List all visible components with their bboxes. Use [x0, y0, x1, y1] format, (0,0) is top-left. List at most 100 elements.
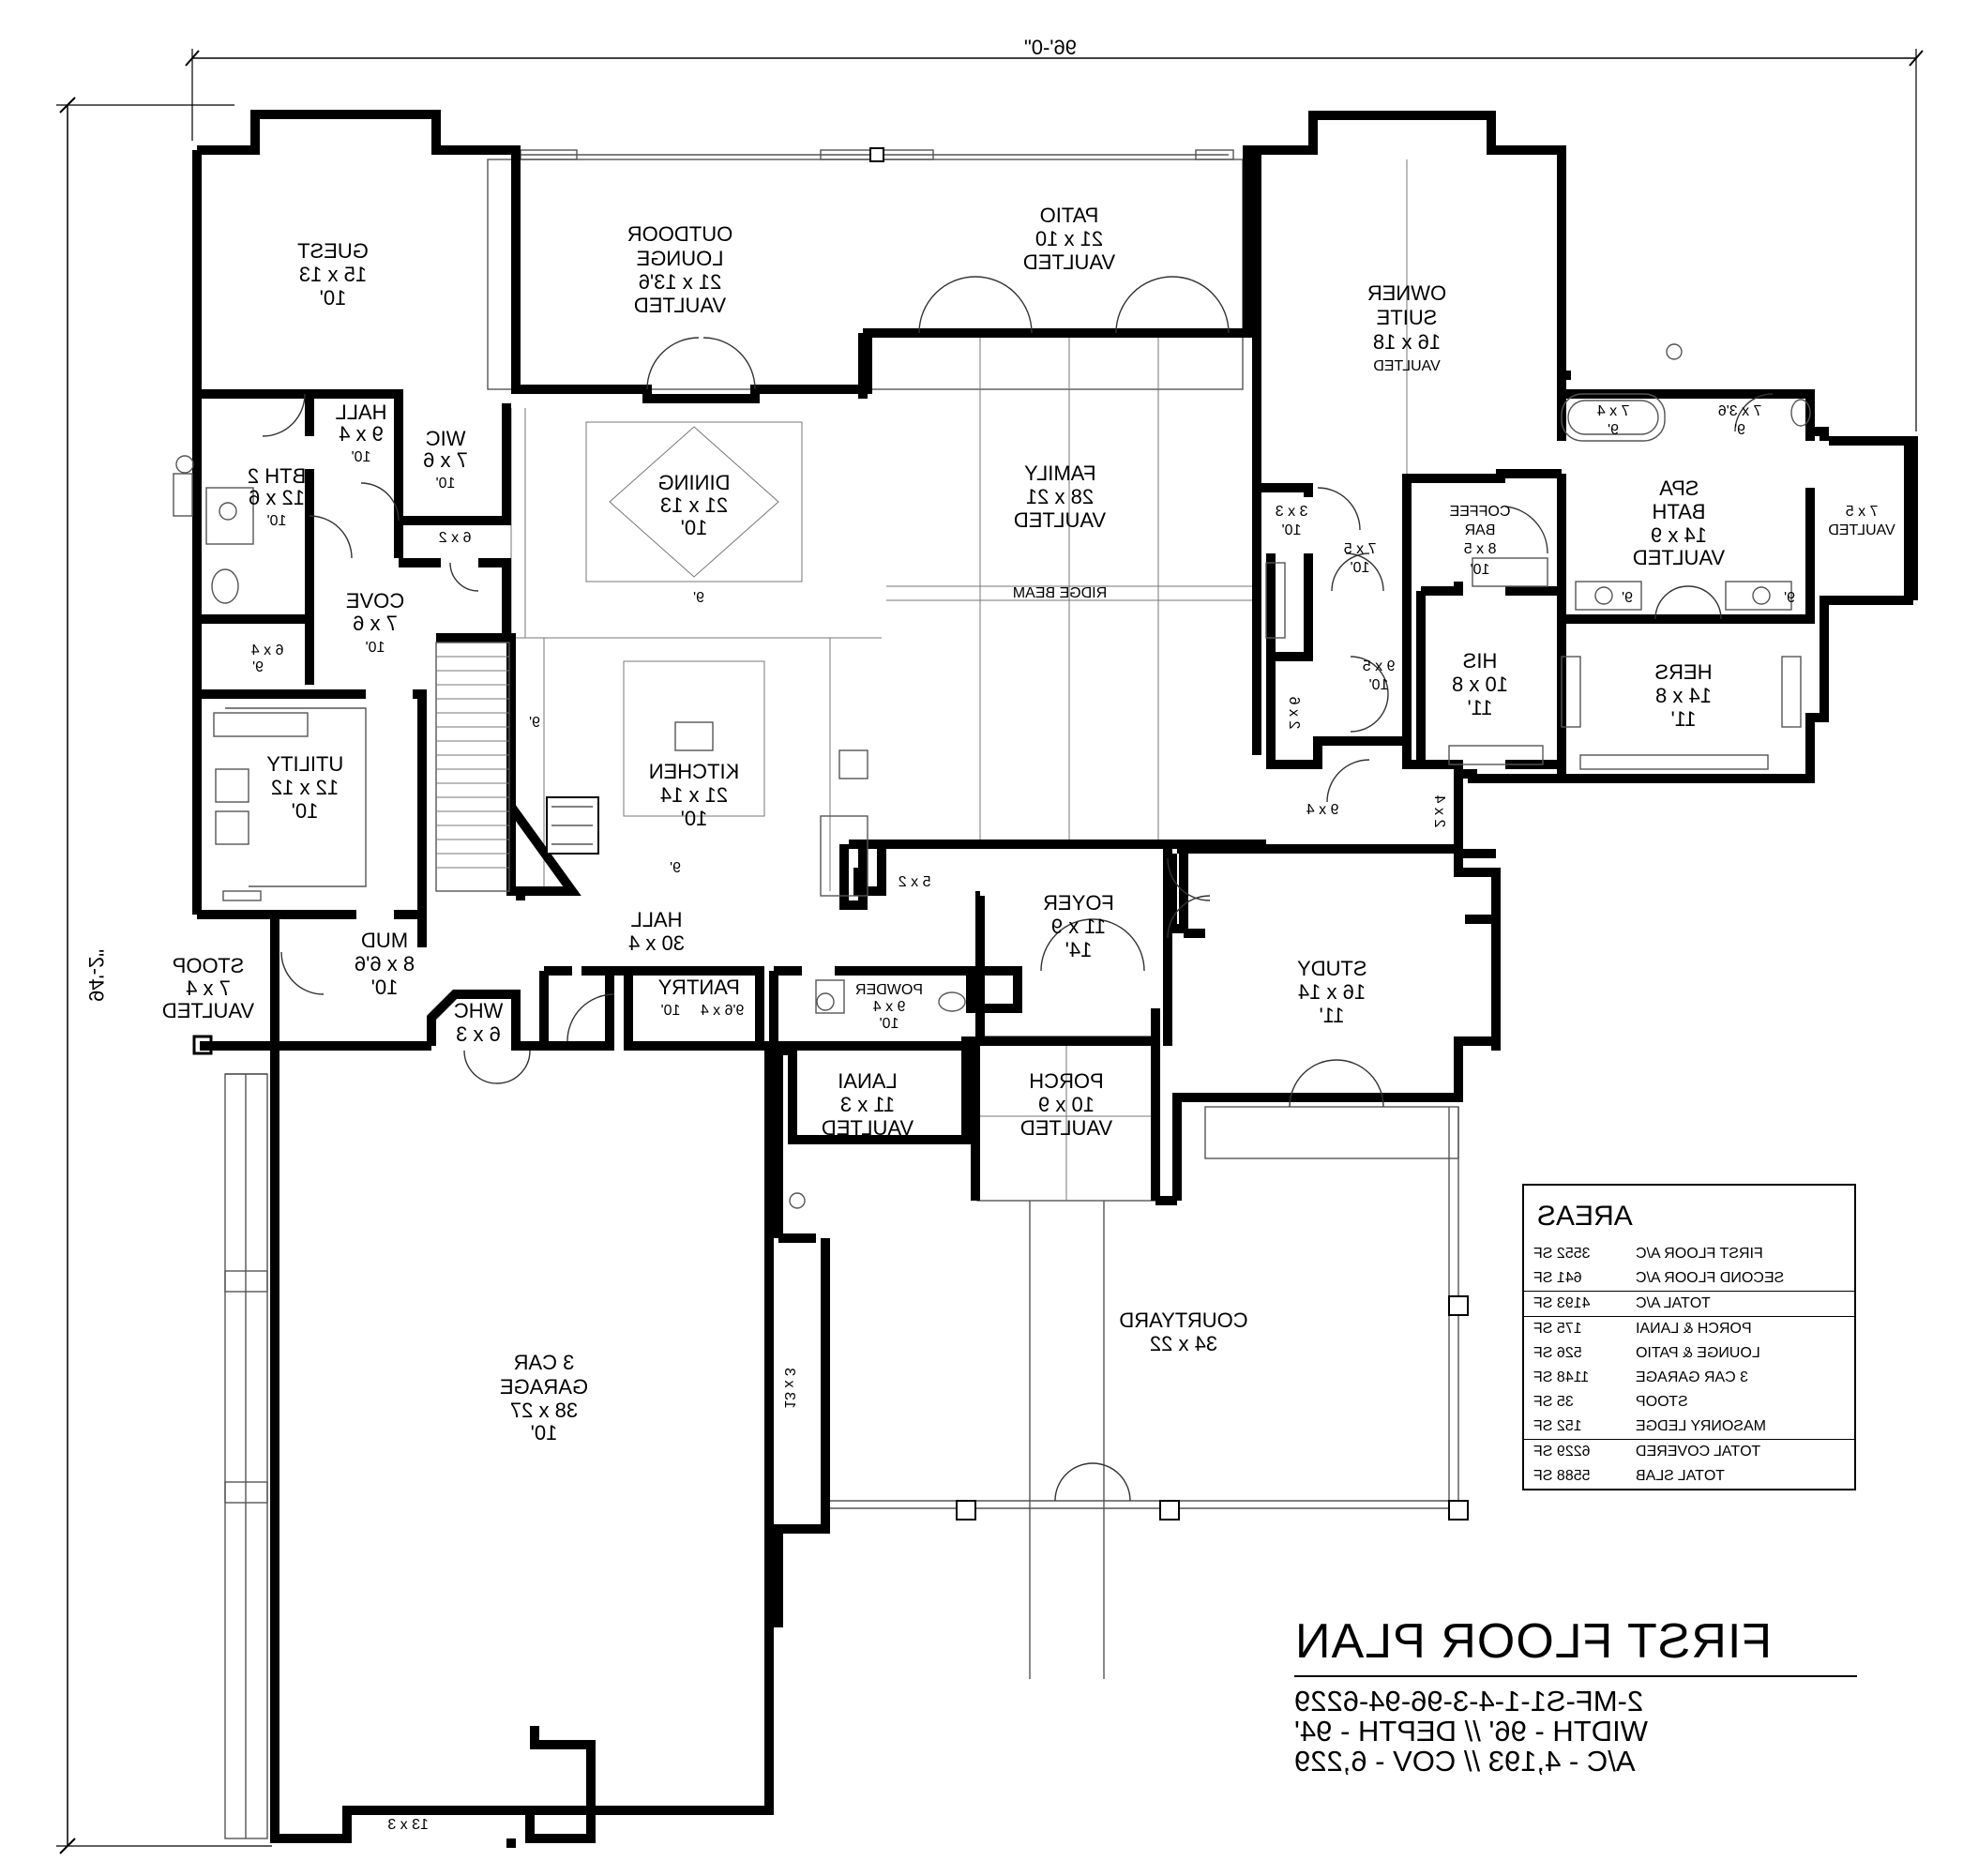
vanity-ceiling-b: 9' — [1784, 590, 1795, 606]
room-study: STUDY 16 x 14 11' — [1297, 957, 1367, 1027]
room-ceiling: 10' — [292, 799, 319, 823]
room-name: LANAI — [838, 1069, 898, 1093]
room-coffee-bar: COFFEE BAR 8 x 5 10' — [1450, 504, 1511, 578]
room-name-line1: OWNER — [1367, 281, 1446, 305]
room-name: PANTRY — [657, 976, 740, 999]
room-name: COVE — [346, 589, 404, 613]
room-size: 14 x 9 — [1651, 523, 1707, 547]
vanity-ceiling-a: 9' — [1622, 590, 1633, 606]
room-size: 6 x 2 — [439, 530, 472, 546]
room-outdoor-lounge: OUTDOOR LOUNGE 21 x 13'6 VAULTED — [627, 222, 732, 317]
spa-tub: 7 x 4 9' — [1597, 403, 1630, 438]
room-name-line1: 3 CAR — [514, 1351, 575, 1374]
closet-6x4: 6 x 4 9' — [251, 643, 284, 675]
room-patio: PATIO 21 x 10 VAULTED — [1023, 204, 1115, 274]
room-size: 16 x 18 — [1373, 330, 1441, 354]
room-ceiling: VAULTED — [1373, 358, 1440, 374]
room-name: PORCH — [1029, 1069, 1103, 1093]
room-ceiling: VAULTED — [1828, 522, 1895, 538]
room-size: 12 x 12 — [271, 776, 339, 799]
room-ceiling: 9' — [1734, 422, 1745, 438]
room-ceiling: 10' — [1282, 522, 1302, 538]
room-ceiling: 10' — [661, 1003, 681, 1019]
fixtures — [173, 343, 1811, 1209]
room-foyer: FOYER 11 x 9 14' — [1043, 891, 1114, 961]
areas-label: FIRST FLOOR A/C — [1636, 1246, 1764, 1262]
room-name-line1: SPA — [1659, 477, 1699, 500]
room-size: 21 x 14 — [660, 783, 728, 807]
room-size: 7 x 5 — [1846, 504, 1879, 520]
areas-label: STOOP — [1636, 1394, 1689, 1410]
room-ceiling: 9' — [252, 659, 264, 675]
room-size: 3 x 3 — [1276, 504, 1308, 520]
width-dimension: 96'-0" — [1024, 36, 1077, 59]
areas-label: TOTAL COVERED — [1626, 1439, 1854, 1464]
family-ceiling-grid — [510, 159, 1408, 891]
room-wic: WIC 7 x 6 10' — [423, 427, 468, 492]
title-underline — [1294, 1675, 1857, 1677]
room-name-line1: OUTDOOR — [627, 222, 732, 246]
room-name-line1: COFFEE — [1450, 504, 1511, 520]
room-size: 34 x 22 — [1150, 1332, 1217, 1355]
room-utility: UTILITY 12 x 12 10' — [266, 752, 343, 823]
closet-2x4-size: 2 x 4 — [1431, 795, 1447, 828]
closet-6x2: 6 x 2 — [439, 530, 472, 546]
room-size: 15 x 13 — [299, 263, 367, 286]
areas-value: 526 SF — [1533, 1345, 1582, 1361]
areas-value: 152 SF — [1533, 1418, 1582, 1434]
areas-label: MASONRY LEDGE — [1636, 1418, 1767, 1434]
room-name: KITCHEN — [649, 760, 740, 783]
room-family: FAMILY 28 x 21 VAULTED — [1014, 461, 1106, 532]
room-dining: DINING 21 x 13 10' — [658, 471, 731, 539]
room-name: STUDY — [1297, 957, 1367, 980]
room-ceiling: 10' — [366, 640, 385, 656]
areas-value: 175 SF — [1524, 1316, 1627, 1341]
stoop: STOOP 7 x 4 VAULTED — [162, 954, 254, 1022]
room-ceiling: 10' — [352, 449, 371, 465]
areas-label: SECOND FLOOR A/C — [1636, 1270, 1785, 1286]
walls — [192, 110, 1918, 1848]
room-name: BTH 2 — [248, 464, 306, 488]
room-guest: GUEST 15 x 13 10' — [297, 239, 369, 310]
room-ceiling: 10' — [880, 1016, 899, 1032]
room-size: 7 x 4 — [186, 976, 231, 1000]
room-ceiling: VAULTED — [822, 1116, 914, 1140]
room-ceiling: 10' — [371, 976, 399, 999]
room-ceiling: 14' — [1065, 938, 1093, 961]
room-name: PATIO — [1040, 204, 1099, 227]
room-ceiling: 11' — [1319, 1004, 1344, 1027]
room-ceiling: VAULTED — [1014, 508, 1106, 532]
room-name: WHC — [454, 999, 504, 1022]
room-ceiling: VAULTED — [162, 999, 254, 1022]
room-ceiling: VAULTED — [634, 294, 726, 317]
room-name: FOYER — [1043, 891, 1114, 915]
room-ceiling: 11' — [1670, 707, 1696, 731]
room-cove: COVE 7 x 6 10' — [346, 589, 404, 656]
room-name-line2: BAR — [1465, 522, 1496, 538]
room-garage: 3 CAR GARAGE 38 x 27 10' — [500, 1351, 588, 1445]
room-size: 10 x 8 — [1452, 673, 1508, 696]
room-hall-upper: HALL 9 x 4 10' — [335, 401, 386, 465]
door-swings — [262, 276, 1774, 1502]
room-his: HIS 10 x 8 11' — [1452, 649, 1508, 719]
plan-area-summary: A/C - 4,193 // COV - 6,229 — [1294, 1745, 1636, 1778]
room-owner-suite: OWNER SUITE 16 x 18 VAULTED — [1367, 281, 1446, 374]
closet-5x2-size: 5 x 2 — [898, 874, 931, 890]
room-name: HALL — [335, 401, 386, 424]
room-size: 28 x 21 — [1026, 485, 1094, 508]
closet-7x5: 7 x 5 10' — [1344, 541, 1377, 576]
room-size: 9'6 x 4 — [701, 1003, 745, 1019]
areas-label: PORCH & LANAI — [1626, 1316, 1854, 1341]
room-name-line2: GARAGE — [500, 1375, 588, 1399]
room-name-line2: SUITE — [1377, 306, 1438, 329]
areas-value: 35 SF — [1533, 1394, 1574, 1410]
spa-shower: 7 x 5 VAULTED — [1828, 504, 1895, 538]
room-size: 6 x 4 — [251, 643, 284, 658]
